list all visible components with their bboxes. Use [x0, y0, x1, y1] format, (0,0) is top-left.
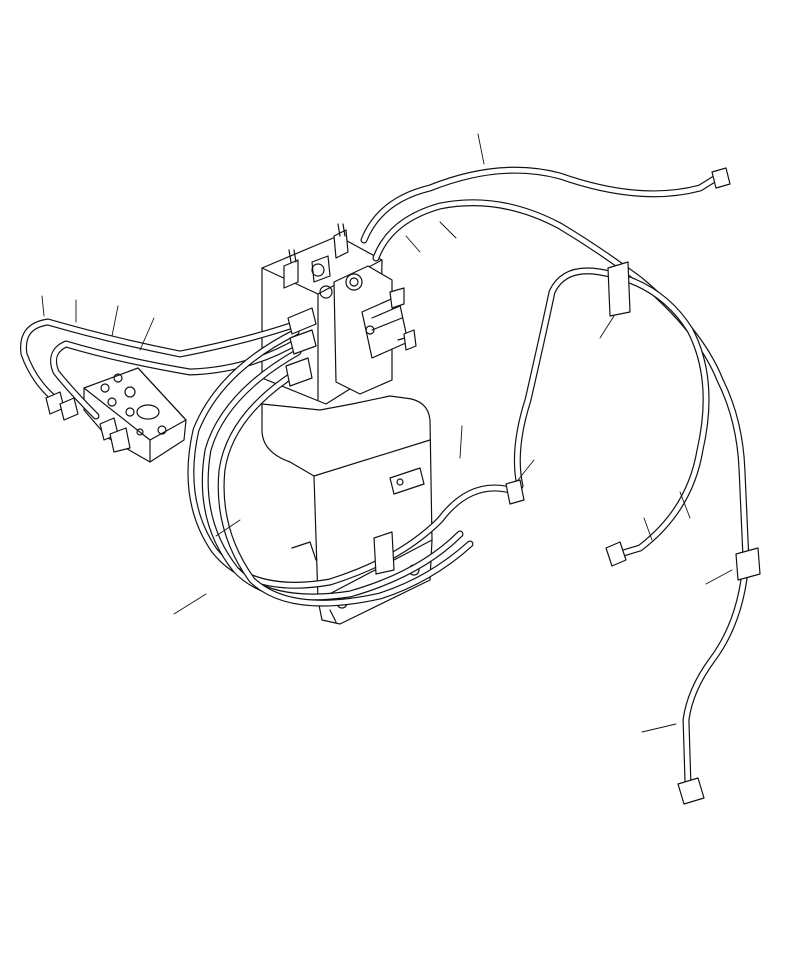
hose-upper-right — [372, 199, 750, 564]
hose-left-outer — [20, 318, 300, 404]
leader-lines — [41, 133, 733, 733]
hose-clamps — [373, 261, 761, 581]
hose-lower-loop-2 — [201, 348, 464, 601]
hose-right-lower — [677, 556, 750, 805]
mounting-bracket — [261, 395, 433, 625]
hoses — [20, 166, 750, 805]
manifold-block — [83, 367, 187, 463]
hose-end-fitting — [505, 479, 525, 505]
hose-top — [360, 166, 731, 244]
valve-fittings — [45, 307, 317, 453]
hose-left-inner — [50, 336, 304, 420]
hose-lower-loop-3 — [217, 370, 474, 607]
valve-block — [261, 223, 417, 405]
